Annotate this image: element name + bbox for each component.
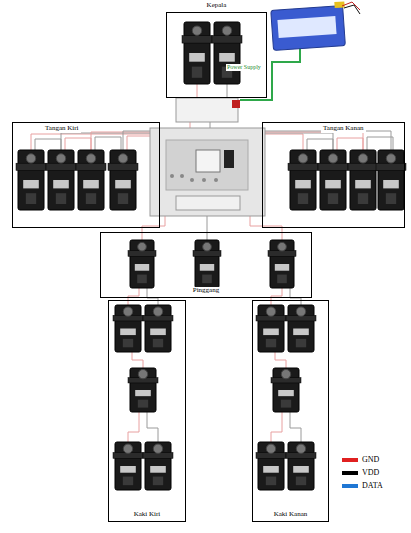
servo-wire — [65, 138, 91, 150]
servo-wire — [262, 133, 333, 150]
wire-label: Power Supply — [226, 64, 262, 71]
servo-wire — [31, 134, 156, 150]
servo-wire — [91, 132, 156, 150]
servo-wire — [337, 138, 363, 150]
servo-wire — [262, 131, 391, 150]
controller-board — [150, 128, 265, 216]
servo-wire — [207, 214, 208, 240]
servo-wire — [128, 288, 139, 305]
servo-wire — [307, 139, 333, 150]
group-box: Pinggang — [100, 232, 312, 298]
servo-wire — [147, 288, 158, 305]
servo-motor — [348, 150, 378, 210]
servo-wire — [290, 288, 301, 305]
servo-motor — [286, 442, 316, 490]
servo-motor — [128, 368, 158, 412]
servo-wire — [275, 352, 286, 368]
servo-motor — [76, 150, 106, 210]
servo-wire — [271, 288, 282, 305]
servo-motor — [182, 22, 212, 84]
group-box: Kaki Kiri — [108, 300, 186, 522]
legend-entry: DATA — [342, 482, 383, 491]
group-heading: Pinggang — [191, 287, 221, 295]
servo-wire — [132, 352, 143, 368]
servo-wire — [262, 132, 363, 150]
servo-wire — [147, 412, 158, 442]
legend-entry: GND — [342, 456, 379, 465]
servo-wire — [271, 412, 282, 442]
legend-text: DATA — [362, 482, 383, 491]
servo-motor — [286, 305, 316, 352]
legend-swatch — [342, 471, 358, 475]
servo-motor — [268, 240, 296, 288]
legend-entry: VDD — [342, 469, 379, 478]
servo-wire — [127, 136, 153, 150]
group-box: Kaki Kanan — [252, 300, 329, 522]
group-box: Kepala — [166, 12, 267, 98]
servo-motor — [113, 305, 143, 352]
group-box: Tangan Kanan — [262, 122, 405, 228]
servo-motor — [143, 442, 173, 490]
servo-wire — [367, 137, 393, 150]
group-heading: Tangan Kiri — [43, 125, 81, 133]
servo-motor — [113, 442, 143, 490]
group-heading: Kepala — [205, 2, 229, 10]
servo-wire — [250, 214, 282, 240]
battery-pack — [270, 1, 347, 50]
servo-motor — [128, 240, 156, 288]
servo-motor — [256, 442, 286, 490]
group-heading: Kaki Kiri — [132, 511, 163, 519]
servo-wire — [290, 412, 301, 442]
servo-wire — [142, 214, 165, 240]
servo-wire — [61, 133, 156, 150]
servo-motor — [193, 240, 221, 288]
servo-motor — [108, 150, 138, 210]
servo-motor — [46, 150, 76, 210]
servo-wire — [128, 412, 139, 442]
servo-motor — [143, 305, 173, 352]
servo-wire — [35, 139, 61, 150]
servo-motor — [288, 150, 318, 210]
servo-wire — [262, 134, 303, 150]
servo-motor — [271, 368, 301, 412]
servo-motor — [318, 150, 348, 210]
power-module — [176, 98, 238, 122]
power-wire — [240, 48, 300, 100]
legend-swatch — [342, 484, 358, 488]
legend-text: GND — [362, 456, 379, 465]
legend-text: VDD — [362, 469, 379, 478]
servo-motor — [16, 150, 46, 210]
legend-swatch — [342, 458, 358, 462]
group-heading: Kaki Kanan — [272, 511, 310, 519]
group-box: Tangan Kiri — [12, 122, 160, 228]
servo-motor — [256, 305, 286, 352]
servo-motor — [212, 22, 242, 84]
group-heading: Tangan Kanan — [321, 125, 366, 133]
servo-motor — [376, 150, 406, 210]
servo-wire — [95, 137, 121, 150]
